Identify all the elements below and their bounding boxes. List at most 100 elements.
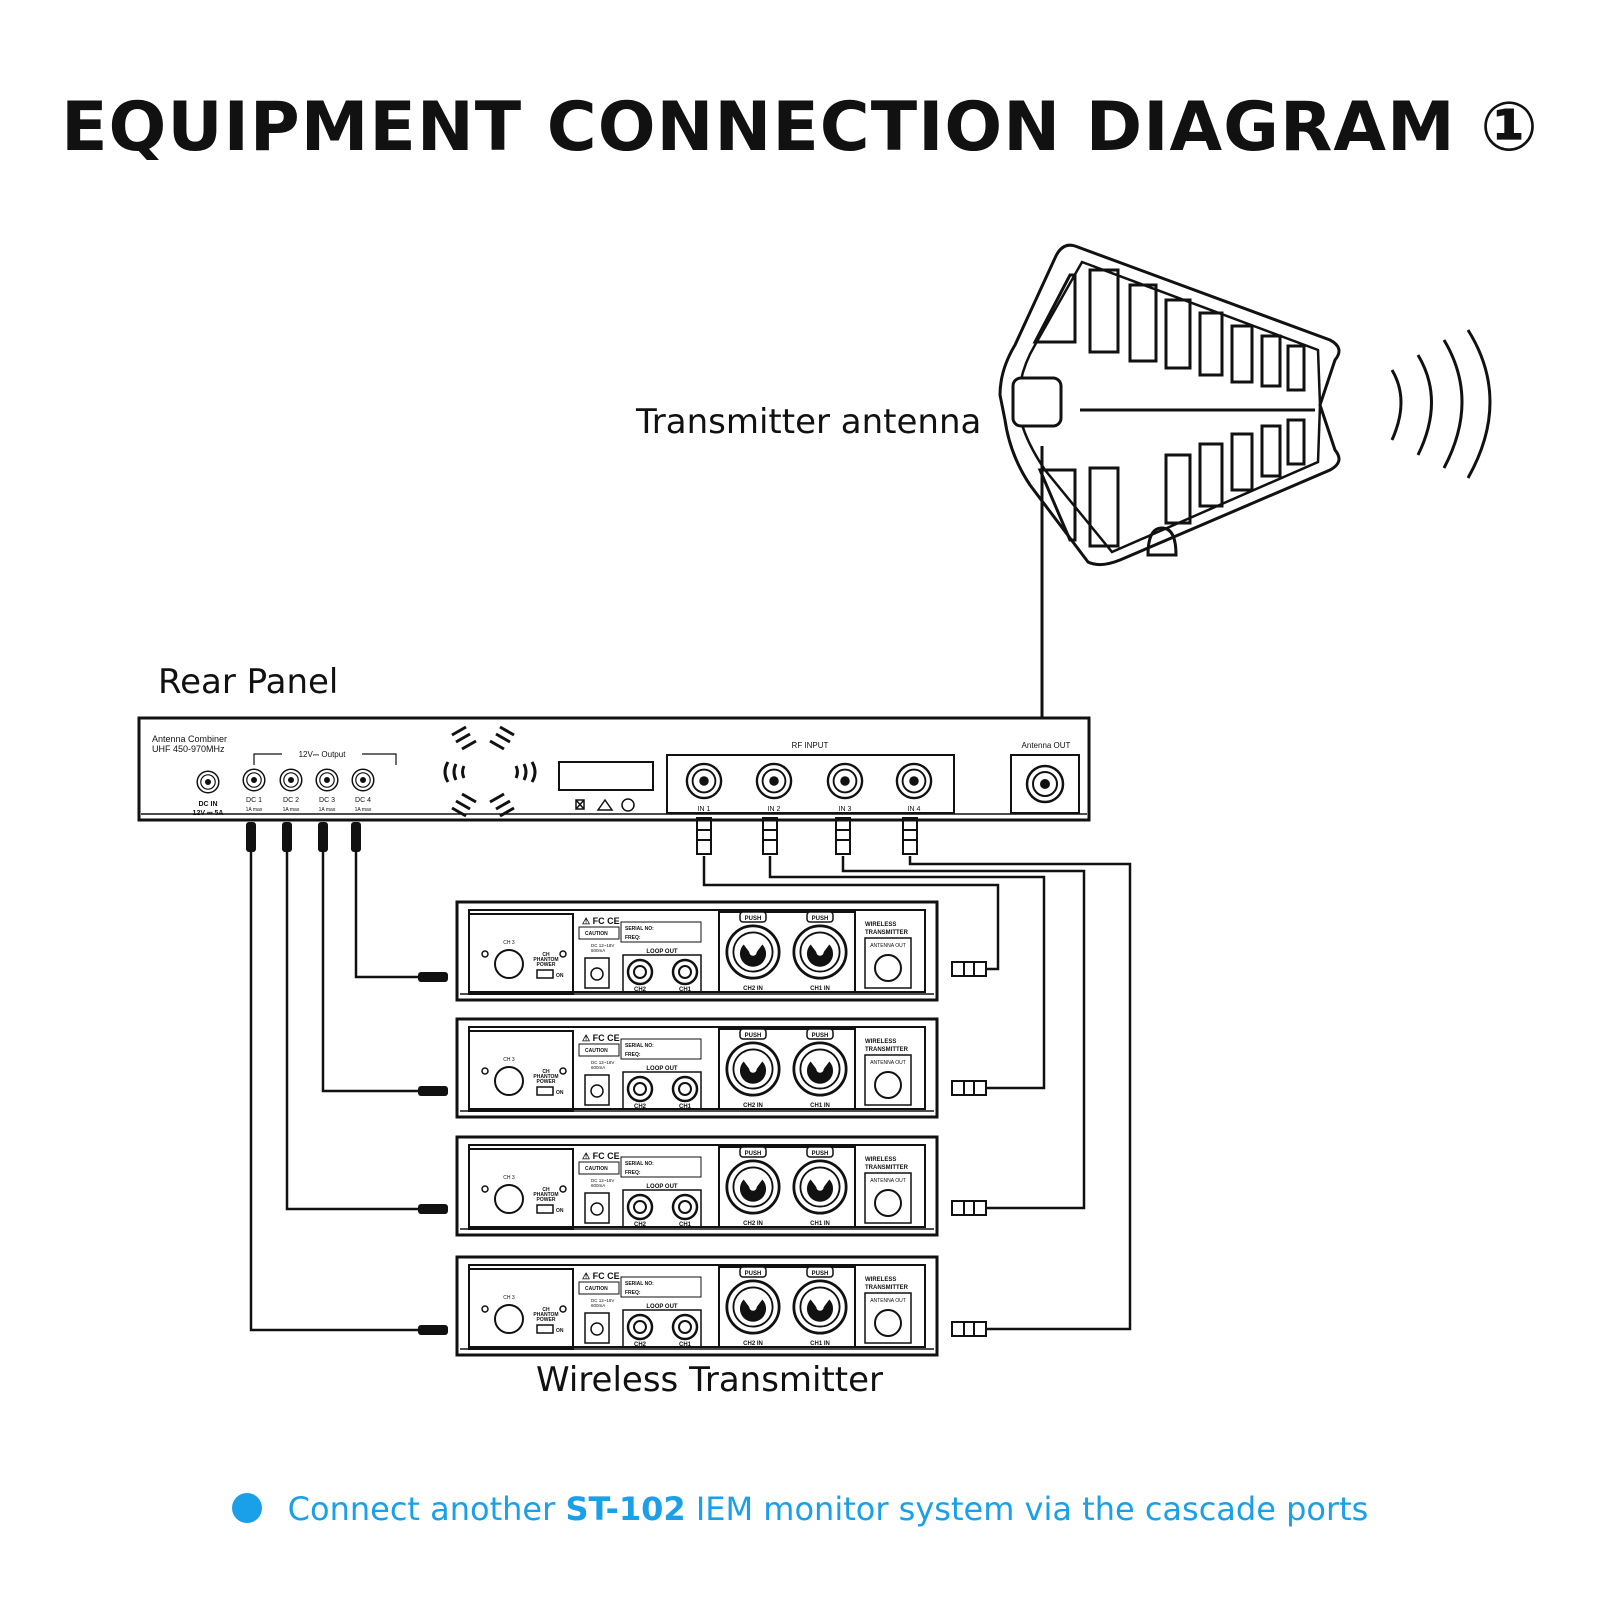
push-label-ch1: PUSH: [812, 1151, 829, 1157]
phantom-label-2: PHANTOM: [533, 1074, 558, 1080]
dc-3-jack-icon: [315, 768, 339, 792]
rf-plugs: [696, 817, 987, 1337]
push-label-ch1: PUSH: [812, 1033, 829, 1039]
transmitter-stack: CH 3 CH PHANTOM POWER ON ⚠ FC CE CAUTION…: [455, 900, 939, 1357]
loop-out-label: LOOP OUT: [646, 949, 678, 955]
dc-3-sub: 1A max: [319, 807, 336, 813]
dc-4-label: DC 4: [355, 797, 371, 804]
fan-vent-icon: [443, 725, 537, 818]
rf-in-2-label: IN 2: [768, 806, 781, 813]
footer-note: Connect another ST-102 IEM monitor syste…: [0, 1490, 1600, 1528]
dc-1-sub: 1A max: [246, 807, 263, 813]
bullet-icon: [231, 1493, 262, 1523]
wireless-transmitter-unit-3: CH 3 CH PHANTOM POWER ON ⚠ FC CE CAUTION…: [455, 1135, 939, 1237]
caution-label: CAUTION: [585, 1048, 608, 1054]
current-label: 600mA: [591, 1183, 605, 1188]
push-label-ch2: PUSH: [745, 1271, 762, 1277]
dc-rating-label: DC 12~18V: [591, 1298, 614, 1303]
phantom-label-3: POWER: [537, 1317, 556, 1323]
phantom-on-label: ON: [556, 973, 564, 979]
diagram-title: EQUIPMENT CONNECTION DIAGRAM ①: [61, 88, 1539, 167]
phantom-label-3: POWER: [537, 1079, 556, 1085]
unit-antenna-out-jack-icon: [874, 1309, 902, 1337]
certification-icons: [575, 798, 635, 812]
ch1-in-label: CH1 IN: [810, 1341, 830, 1347]
phantom-switch: [536, 1086, 554, 1096]
phantom-switch: [536, 969, 554, 979]
dc-1-label: DC 1: [246, 797, 262, 804]
combiner-model-line2: UHF 450-970MHz: [152, 744, 225, 754]
dc-in-jack-icon: [196, 770, 220, 794]
phantom-label-3: POWER: [537, 962, 556, 968]
phantom-label-2: PHANTOM: [533, 1312, 558, 1318]
wireless-label: WIRELESS: [865, 1039, 896, 1045]
dc-rating-label: DC 12~18V: [591, 943, 614, 948]
serial-label: SERIAL NO:: [625, 926, 654, 932]
antenna-out-jack-icon: [1025, 764, 1065, 804]
dc-2-jack-icon: [279, 768, 303, 792]
antenna-combiner-rear-panel: Antenna Combiner UHF 450-970MHz DC IN 12…: [137, 716, 1091, 822]
caution-label: CAUTION: [585, 1166, 608, 1172]
ch2-in-label: CH2 IN: [743, 1341, 763, 1347]
dc-jack-icon: [584, 1074, 610, 1106]
loop-ch2-label: CH2: [634, 987, 647, 993]
push-label-ch1: PUSH: [812, 916, 829, 922]
dc-jack-icon: [584, 957, 610, 989]
transmitter-brand-label: TRANSMITTER: [865, 1165, 909, 1171]
antenna-label: Transmitter antenna: [636, 402, 982, 442]
rf-in-2-jack-icon: [755, 762, 793, 800]
transmitter-brand-label: TRANSMITTER: [865, 1285, 909, 1291]
phantom-on-label: ON: [556, 1328, 564, 1334]
label-window: [558, 761, 654, 791]
rf-in-1-label: IN 1: [698, 806, 711, 813]
ch2-in-label: CH2 IN: [743, 1103, 763, 1109]
loop-out-label: LOOP OUT: [646, 1184, 678, 1190]
loop-ch2-label: CH2: [634, 1342, 647, 1348]
ch2-in-label: CH2 IN: [743, 1221, 763, 1227]
ch1-in-label: CH1 IN: [810, 986, 830, 992]
phantom-switch: [536, 1204, 554, 1214]
transmitter-brand-label: TRANSMITTER: [865, 1047, 909, 1053]
antenna-out-label: Antenna OUT: [1022, 741, 1071, 750]
dc-jack-icon: [584, 1312, 610, 1344]
unit-antenna-out-jack-icon: [874, 1071, 902, 1099]
phantom-label-1: CH: [542, 1069, 550, 1075]
current-label: 600mA: [591, 1303, 605, 1308]
push-label-ch1: PUSH: [812, 1271, 829, 1277]
unit-antenna-out-label: ANTENNA OUT: [870, 1298, 906, 1304]
unit-antenna-out-jack-icon: [874, 1189, 902, 1217]
dc-cables: [249, 850, 436, 1332]
dc-plugs: [246, 822, 448, 1335]
loop-out-label: LOOP OUT: [646, 1066, 678, 1072]
phantom-label-2: PHANTOM: [533, 957, 558, 963]
unit-antenna-out-label: ANTENNA OUT: [870, 1178, 906, 1184]
dc-3-label: DC 3: [319, 797, 335, 804]
phantom-on-label: ON: [556, 1090, 564, 1096]
loop-ch2-label: CH2: [634, 1104, 647, 1110]
serial-label: SERIAL NO:: [625, 1281, 654, 1287]
push-label-ch2: PUSH: [745, 916, 762, 922]
dc-1-jack-icon: [242, 768, 266, 792]
combiner-model-line1: Antenna Combiner: [152, 734, 227, 744]
current-label: 600mA: [591, 948, 605, 953]
footer-pre: Connect another: [287, 1490, 566, 1528]
ch-knob-label: CH 3: [503, 1295, 515, 1301]
dc-4-jack-icon: [351, 768, 375, 792]
rear-panel-label: Rear Panel: [158, 662, 339, 702]
dc-2-sub: 1A max: [283, 807, 300, 813]
loop-ch1-label: CH1: [679, 1222, 692, 1228]
phantom-label-1: CH: [542, 952, 550, 958]
rf-cables: [702, 856, 1132, 1331]
rf-in-3-jack-icon: [826, 762, 864, 800]
cert-marks: ⚠ FC CE: [582, 1033, 620, 1043]
phantom-label-1: CH: [542, 1187, 550, 1193]
rf-in-1-jack-icon: [685, 762, 723, 800]
footer-model: ST-102: [565, 1490, 686, 1528]
unit-antenna-out-label: ANTENNA OUT: [870, 1060, 906, 1066]
wireless-transmitter-unit-1: CH 3 CH PHANTOM POWER ON ⚠ FC CE CAUTION…: [455, 900, 939, 1002]
signal-waves-icon: [1390, 329, 1492, 479]
current-label: 600mA: [591, 1065, 605, 1070]
wireless-label: WIRELESS: [865, 1157, 896, 1163]
dc-jack-icon: [584, 1192, 610, 1224]
